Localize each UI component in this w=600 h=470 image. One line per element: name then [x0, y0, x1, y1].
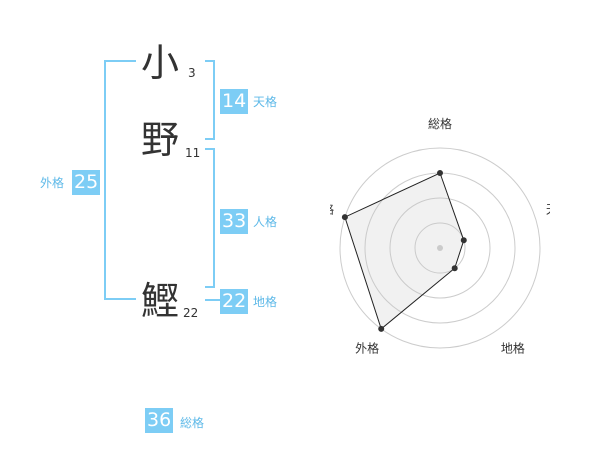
radar-ring-1 — [414, 222, 466, 274]
jinkaku-label: 人格 — [253, 215, 278, 229]
tenkaku-value: 14 — [220, 89, 249, 114]
radar-labels: 総格天格地格 外格 人格 — [330, 116, 550, 355]
name-char-1: 小 — [141, 41, 180, 85]
tenkaku-bracket — [205, 60, 215, 140]
radar-axis-label-4: 人格 — [330, 202, 334, 217]
radar-ring-2 — [389, 197, 491, 299]
radar-ring-4 — [339, 147, 541, 349]
chikaku-value: 22 — [220, 289, 249, 314]
jinkaku-bracket — [205, 148, 215, 288]
radar-axis-label-1: 天格 — [546, 202, 550, 217]
radar-point-0 — [437, 170, 443, 176]
name-char-3: 鰹 — [141, 279, 180, 323]
radar-polygon — [344, 172, 465, 330]
chikaku-connector — [205, 299, 221, 301]
name-char-1-strokes: 3 — [188, 66, 196, 80]
radar-grid — [339, 147, 541, 349]
radar-axis-label-2: 地格 — [501, 340, 525, 355]
radar-axis-label-0: 総格 — [428, 116, 452, 131]
name-char-3-strokes: 22 — [183, 306, 199, 320]
tenkaku-label: 天格 — [253, 95, 278, 109]
gaikaku-label: 外格 — [40, 176, 65, 190]
name-char-2: 野 — [141, 118, 180, 162]
radar-point-4 — [341, 214, 348, 221]
radar-point-3 — [378, 325, 385, 332]
radar-chart: 総格天格地格 外格 人格 — [330, 116, 550, 355]
gaikaku-value: 25 — [72, 170, 101, 195]
radar-polygon-group — [341, 170, 467, 332]
soukaku-label: 総格 — [180, 416, 205, 430]
radar-center — [437, 245, 443, 251]
gaikaku-bracket — [104, 60, 136, 300]
radar-axis-label-3: 外格 — [355, 340, 379, 355]
chikaku-label: 地格 — [253, 295, 278, 309]
jinkaku-value: 33 — [220, 209, 249, 234]
radar-point-2 — [451, 265, 458, 272]
soukaku-value: 36 — [145, 408, 174, 433]
name-char-2-strokes: 11 — [185, 146, 201, 160]
radar-point-1 — [460, 237, 467, 244]
